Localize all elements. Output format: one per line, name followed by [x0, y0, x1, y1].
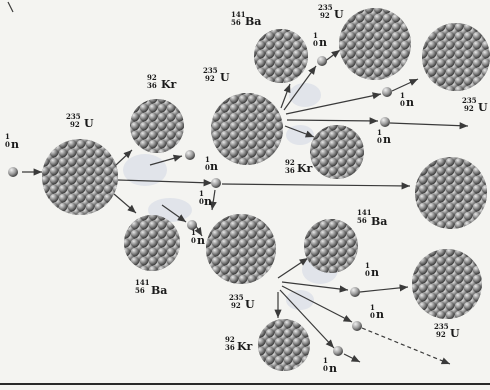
uranium-nucleus	[206, 214, 276, 284]
svg-text:0: 0	[365, 269, 370, 278]
neutron	[350, 287, 360, 297]
svg-text:0: 0	[313, 39, 318, 48]
svg-text:n: n	[376, 308, 384, 321]
svg-text:n: n	[406, 96, 414, 109]
svg-text:92: 92	[464, 104, 474, 113]
svg-text:Ba: Ba	[245, 15, 261, 28]
neutron	[382, 87, 392, 97]
neutron-initial	[8, 167, 18, 177]
svg-text:U: U	[84, 117, 94, 130]
svg-text:92: 92	[436, 330, 446, 339]
svg-text:Kr: Kr	[161, 78, 177, 91]
barium-nucleus	[124, 215, 180, 271]
svg-text:92: 92	[70, 120, 80, 129]
svg-text:36: 36	[147, 81, 157, 90]
svg-text:0: 0	[5, 140, 10, 149]
neutron	[211, 178, 221, 188]
krypton-nucleus	[130, 99, 184, 153]
svg-text:U: U	[334, 8, 344, 21]
svg-text:n: n	[371, 266, 379, 279]
svg-text:36: 36	[285, 166, 295, 175]
svg-text:56: 56	[231, 18, 241, 27]
svg-text:36: 36	[225, 343, 235, 352]
svg-text:U: U	[220, 71, 230, 84]
svg-text:0: 0	[377, 136, 382, 145]
neutron	[333, 346, 343, 356]
svg-text:Ba: Ba	[371, 215, 387, 228]
svg-text:n: n	[319, 36, 327, 49]
svg-text:n: n	[383, 133, 391, 146]
svg-text:n: n	[204, 195, 212, 208]
svg-text:Kr: Kr	[297, 162, 313, 175]
svg-text:Kr: Kr	[237, 340, 253, 353]
neutron	[185, 150, 195, 160]
svg-text:Ba: Ba	[151, 284, 167, 297]
svg-text:0: 0	[323, 364, 328, 373]
svg-text:56: 56	[357, 216, 367, 225]
corner-mark	[8, 2, 13, 12]
krypton-nucleus	[310, 125, 364, 179]
svg-text:92: 92	[320, 11, 330, 20]
svg-text:n: n	[210, 160, 218, 173]
uranium-nucleus-initial	[42, 139, 118, 215]
uranium-nucleus	[422, 23, 490, 91]
neutron	[317, 56, 327, 66]
svg-text:92: 92	[205, 74, 215, 83]
uranium-nucleus	[412, 249, 482, 319]
barium-nucleus	[304, 219, 358, 273]
uranium-nucleus	[211, 93, 283, 165]
uranium-nucleus	[415, 157, 487, 229]
svg-text:0: 0	[370, 311, 375, 320]
svg-text:U: U	[450, 327, 460, 340]
nuclei	[42, 8, 490, 371]
svg-text:n: n	[11, 138, 19, 151]
svg-text:U: U	[478, 101, 488, 114]
krypton-nucleus	[258, 319, 310, 371]
barium-nucleus	[254, 29, 308, 83]
svg-text:U: U	[245, 298, 255, 311]
svg-text:n: n	[329, 362, 337, 375]
neutron	[380, 117, 390, 127]
svg-text:56: 56	[135, 286, 145, 295]
uranium-nucleus	[339, 8, 411, 80]
svg-text:0: 0	[191, 236, 196, 245]
svg-text:n: n	[197, 234, 205, 247]
svg-text:92: 92	[231, 301, 241, 310]
neutron	[352, 321, 362, 331]
svg-text:0: 0	[400, 99, 405, 108]
